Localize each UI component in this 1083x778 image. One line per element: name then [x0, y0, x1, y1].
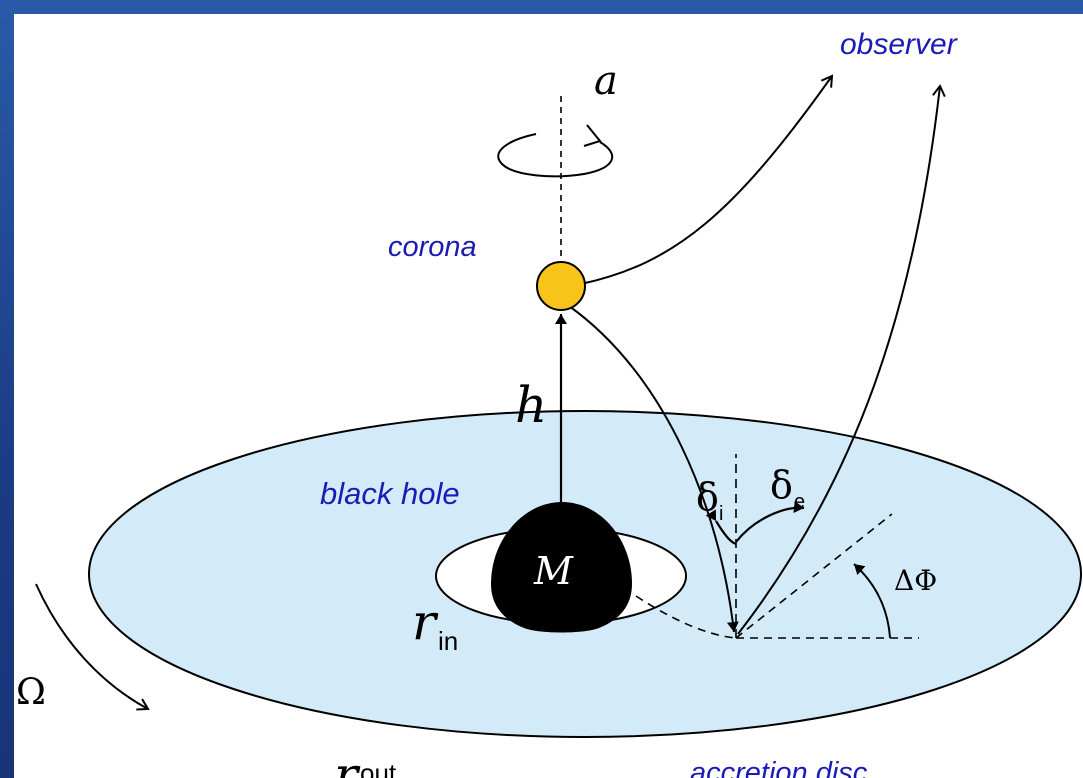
disc-plane-guide-left: [635, 595, 737, 639]
spin-rotation-arrow: [497, 133, 614, 178]
diagram-canvas: observer a corona h black hole M r in r …: [16, 28, 1082, 778]
black-hole-icon: [491, 502, 632, 633]
observer-label: observer: [840, 28, 958, 61]
spin-parameter-label: a: [594, 58, 618, 104]
mass-label: M: [533, 549, 574, 593]
outer-radius-subscript: out: [360, 758, 397, 778]
azimuth-angle-arc: [853, 563, 891, 639]
spin-arrow-head-icon: [583, 124, 602, 147]
omega-label: Ω: [16, 672, 46, 713]
emission-angle-arc: [735, 501, 805, 543]
ray-corona-to-disc: [568, 305, 739, 633]
emission-angle-subscript: e: [794, 491, 805, 513]
outer-radius-label: r: [334, 746, 361, 778]
ray-corona-to-observer: [580, 74, 834, 285]
incidence-angle-subscript: i: [719, 503, 723, 525]
height-label: h: [515, 376, 547, 434]
inner-radius-subscript: in: [438, 626, 458, 656]
azimuth-guide-line: [735, 513, 893, 639]
incidence-angle-label: δ: [696, 475, 719, 519]
inner-radius-label: r: [412, 593, 439, 651]
black-hole-label: black hole: [320, 476, 460, 511]
disc-rotation-arrow: [35, 583, 150, 711]
accretion-disc-label: accretion disc: [690, 757, 868, 778]
corona-source: [536, 261, 586, 311]
figure-panel: observer a corona h black hole M r in r …: [14, 14, 1083, 778]
ray-disc-to-observer: [737, 84, 946, 635]
corona-label: corona: [388, 231, 477, 263]
incidence-angle-arc: [705, 509, 737, 546]
azimuth-angle-label: ΔΦ: [894, 564, 937, 597]
emission-angle-label: δ: [770, 463, 793, 507]
